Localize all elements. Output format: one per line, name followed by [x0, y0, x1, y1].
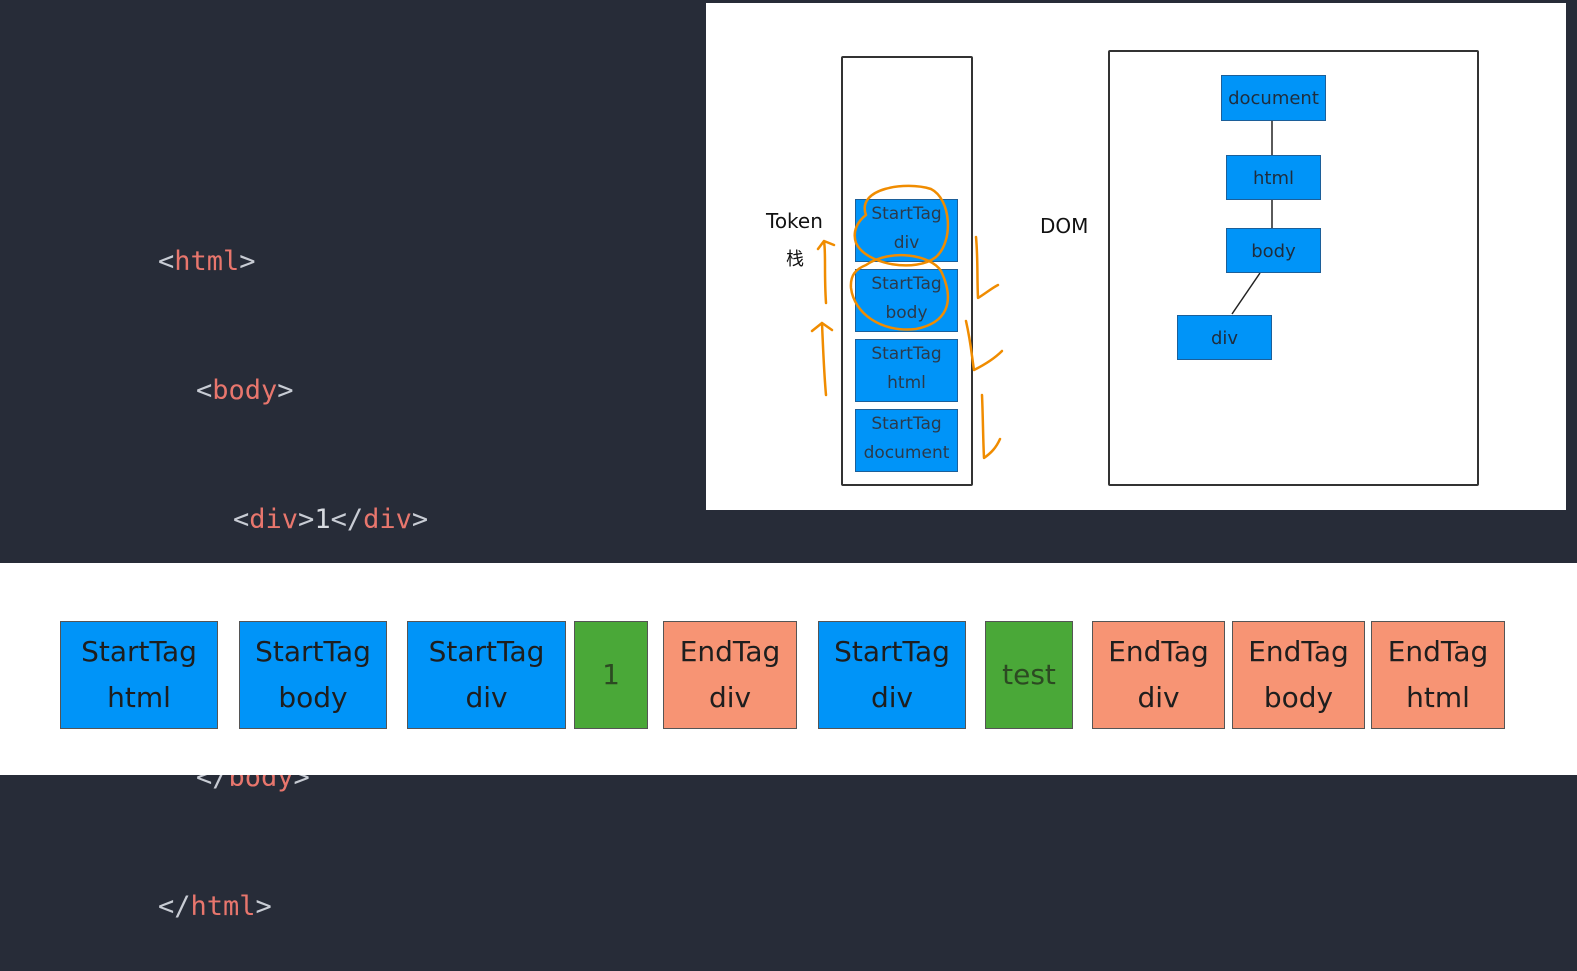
- arrow-down-2: [964, 319, 1004, 372]
- code-punct: >: [239, 246, 256, 277]
- token-sequence: StartTag html StartTag body StartTag div…: [0, 563, 1577, 775]
- code-line: <div>1</div>: [158, 498, 477, 541]
- code-punct: </: [158, 891, 191, 922]
- token-text: test: [1002, 658, 1056, 691]
- stack-item-kind: StartTag: [871, 274, 942, 294]
- stack-label: 栈: [786, 249, 804, 270]
- token-name: body: [1263, 681, 1334, 714]
- dom-node-body: body: [1226, 228, 1321, 273]
- code-line: <html>: [158, 240, 477, 283]
- token-kind: StartTag: [428, 635, 545, 668]
- code-punct: <: [158, 246, 175, 277]
- token-text: 1: [602, 658, 620, 691]
- code-tag-name: body: [212, 375, 278, 406]
- token-endtag-div: EndTag div: [663, 621, 797, 729]
- code-line: </html>: [158, 885, 477, 928]
- token-endtag-body: EndTag body: [1232, 621, 1365, 729]
- code-tag-name: div: [249, 504, 299, 535]
- token-stack-frame: [841, 56, 973, 486]
- token-kind: StartTag: [834, 635, 950, 668]
- stack-item-kind: StartTag: [871, 204, 942, 224]
- code-tag-name: html: [190, 891, 256, 922]
- code-punct: </: [330, 504, 364, 535]
- stack-item-document: StartTag document: [855, 409, 958, 472]
- token-kind: StartTag: [255, 635, 371, 668]
- stack-item-name: div: [893, 233, 920, 253]
- token-name: html: [1406, 681, 1470, 714]
- handwritten-annotations: [810, 184, 1004, 460]
- dom-tree-edges: [1231, 121, 1273, 315]
- code-punct: <: [196, 375, 213, 406]
- parsing-diagram: Token 栈 DOM StartTag div StartTag body S…: [706, 3, 1566, 510]
- token-name: div: [708, 681, 752, 714]
- stack-item-kind: StartTag: [871, 414, 942, 434]
- token-text-1: 1: [574, 621, 648, 729]
- stack-item-html: StartTag html: [855, 339, 958, 402]
- dom-node-div: div: [1177, 315, 1272, 360]
- stack-item-name: body: [885, 303, 928, 323]
- circle-mark-body: [849, 253, 950, 331]
- arrow-down-3: [980, 393, 1002, 460]
- dom-label: DOM: [1040, 214, 1089, 238]
- code-tag-name: html: [174, 246, 240, 277]
- token-starttag-html: StartTag html: [60, 621, 218, 729]
- token-endtag-div-2: EndTag div: [1092, 621, 1225, 729]
- token-endtag-html: EndTag html: [1371, 621, 1505, 729]
- token-kind: EndTag: [1248, 635, 1349, 668]
- token-kind: EndTag: [1108, 635, 1209, 668]
- token-text-test: test: [985, 621, 1073, 729]
- code-line: <body>: [158, 369, 477, 412]
- arrow-down-1: [974, 235, 1000, 300]
- code-tag-name: div: [363, 504, 412, 535]
- token-kind: StartTag: [81, 635, 197, 668]
- token-name: div: [1137, 681, 1180, 714]
- token-kind: EndTag: [679, 635, 781, 668]
- code-punct: <: [233, 504, 250, 535]
- dom-node-document: document: [1221, 75, 1326, 121]
- code-punct: >: [277, 375, 294, 406]
- code-punct: >: [298, 504, 315, 535]
- arrow-up-bottom: [810, 321, 834, 397]
- token-name: div: [870, 681, 914, 714]
- token-starttag-div: StartTag div: [407, 621, 566, 729]
- code-punct: >: [255, 891, 272, 922]
- token-starttag-div-2: StartTag div: [818, 621, 966, 729]
- token-name: html: [107, 681, 171, 714]
- edge-body-div: [1231, 272, 1261, 315]
- stack-item-name: html: [887, 373, 926, 393]
- code-punct: >: [411, 504, 429, 535]
- token-name: div: [465, 681, 508, 714]
- stack-item-kind: StartTag: [871, 344, 942, 364]
- token-kind: EndTag: [1387, 635, 1489, 668]
- stack-item-body: StartTag body: [855, 269, 958, 332]
- code-text: 1: [314, 504, 331, 535]
- arrow-up-top: [816, 239, 836, 305]
- dom-node-html: html: [1226, 155, 1321, 200]
- dom-tree-frame: [1108, 50, 1479, 486]
- token-name: body: [278, 681, 348, 714]
- token-label: Token: [766, 209, 823, 233]
- token-starttag-body: StartTag body: [239, 621, 387, 729]
- circle-mark-div: [853, 184, 950, 267]
- stack-item-name: document: [863, 443, 950, 463]
